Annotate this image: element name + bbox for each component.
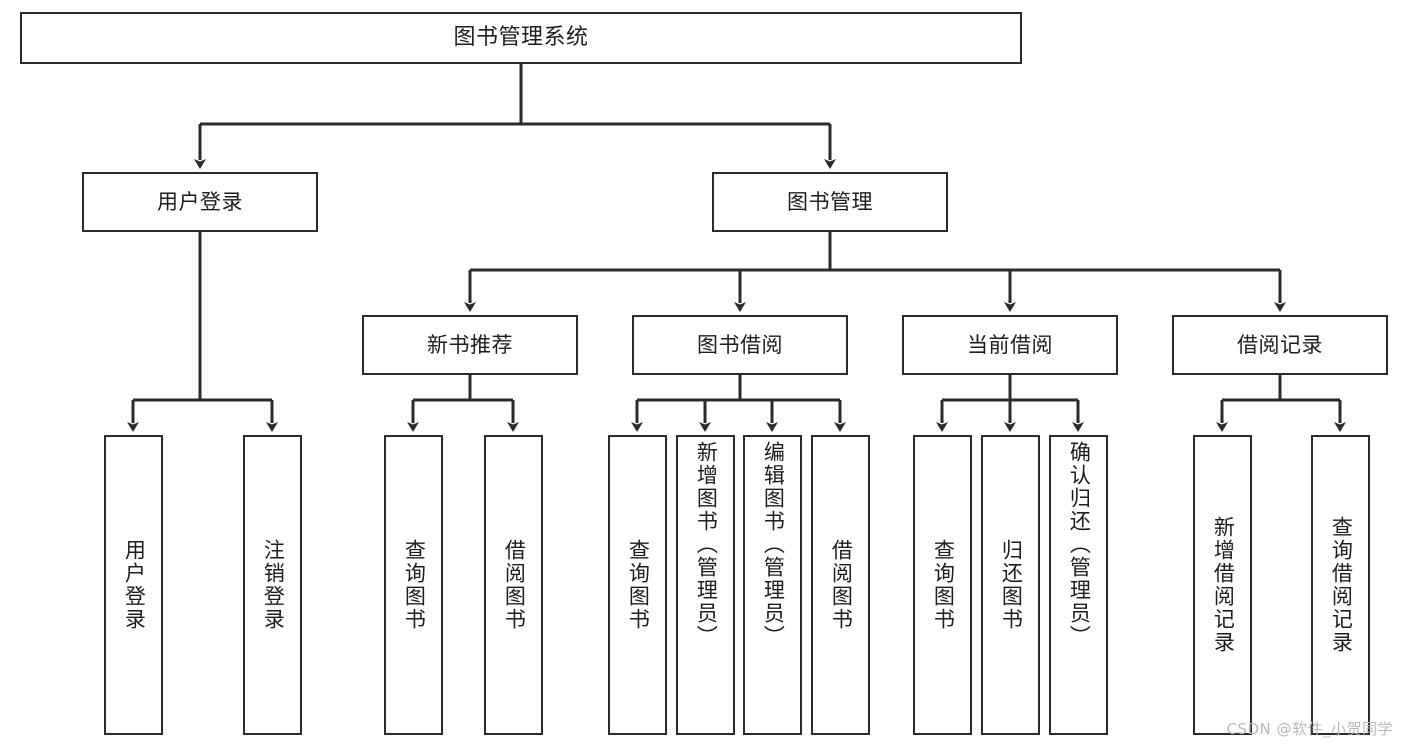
node-label: 图书管理系统 (453, 25, 589, 51)
node-label: 新书推荐 (427, 332, 513, 357)
csdn-watermark: CSDN @软件_小贺同学 (1226, 720, 1393, 738)
node-current-borrow[interactable]: 当前借阅 (902, 315, 1118, 375)
node-leaf-query-book-2[interactable]: 查询图书 (608, 435, 667, 735)
node-leaf-borrow-book-2[interactable]: 借阅图书 (811, 435, 870, 735)
node-leaf-query-record[interactable]: 查询借阅记录 (1311, 435, 1370, 735)
node-label: 借阅图书 (502, 539, 527, 631)
node-label: 查询图书 (402, 539, 427, 631)
node-label: 编辑图书（管理员） (761, 441, 786, 648)
node-borrow-record[interactable]: 借阅记录 (1172, 315, 1388, 375)
node-label: 查询图书 (931, 539, 956, 631)
node-label: 归还图书 (999, 539, 1024, 631)
node-label: 借阅图书 (829, 539, 854, 631)
node-label: 用户登录 (157, 189, 243, 214)
node-label: 图书借阅 (697, 332, 783, 357)
node-leaf-add-book[interactable]: 新增图书（管理员） (676, 435, 735, 735)
node-label: 查询借阅记录 (1329, 516, 1354, 654)
node-leaf-query-book-1[interactable]: 查询图书 (384, 435, 443, 735)
node-leaf-edit-book[interactable]: 编辑图书（管理员） (743, 435, 802, 735)
node-book-management[interactable]: 图书管理 (712, 172, 948, 232)
node-leaf-confirm-return[interactable]: 确认归还（管理员） (1049, 435, 1108, 735)
node-label: 用户登录 (122, 539, 147, 631)
node-label: 查询图书 (626, 539, 651, 631)
node-leaf-return-book[interactable]: 归还图书 (981, 435, 1040, 735)
node-leaf-user-login[interactable]: 用户登录 (104, 435, 163, 735)
node-leaf-query-book-3[interactable]: 查询图书 (913, 435, 972, 735)
node-new-book-recommend[interactable]: 新书推荐 (362, 315, 578, 375)
node-leaf-logout-login[interactable]: 注销登录 (243, 435, 302, 735)
node-label: 当前借阅 (967, 332, 1053, 357)
node-label: 确认归还（管理员） (1067, 441, 1092, 648)
node-root-system[interactable]: 图书管理系统 (20, 12, 1022, 64)
node-label: 图书管理 (787, 189, 873, 214)
node-user-login[interactable]: 用户登录 (82, 172, 318, 232)
node-leaf-borrow-book-1[interactable]: 借阅图书 (484, 435, 543, 735)
node-leaf-add-record[interactable]: 新增借阅记录 (1193, 435, 1252, 735)
node-label: 借阅记录 (1237, 332, 1323, 357)
node-book-borrow[interactable]: 图书借阅 (632, 315, 848, 375)
node-label: 新增图书（管理员） (694, 441, 719, 648)
node-label: 新增借阅记录 (1211, 516, 1236, 654)
node-label: 注销登录 (261, 539, 286, 631)
